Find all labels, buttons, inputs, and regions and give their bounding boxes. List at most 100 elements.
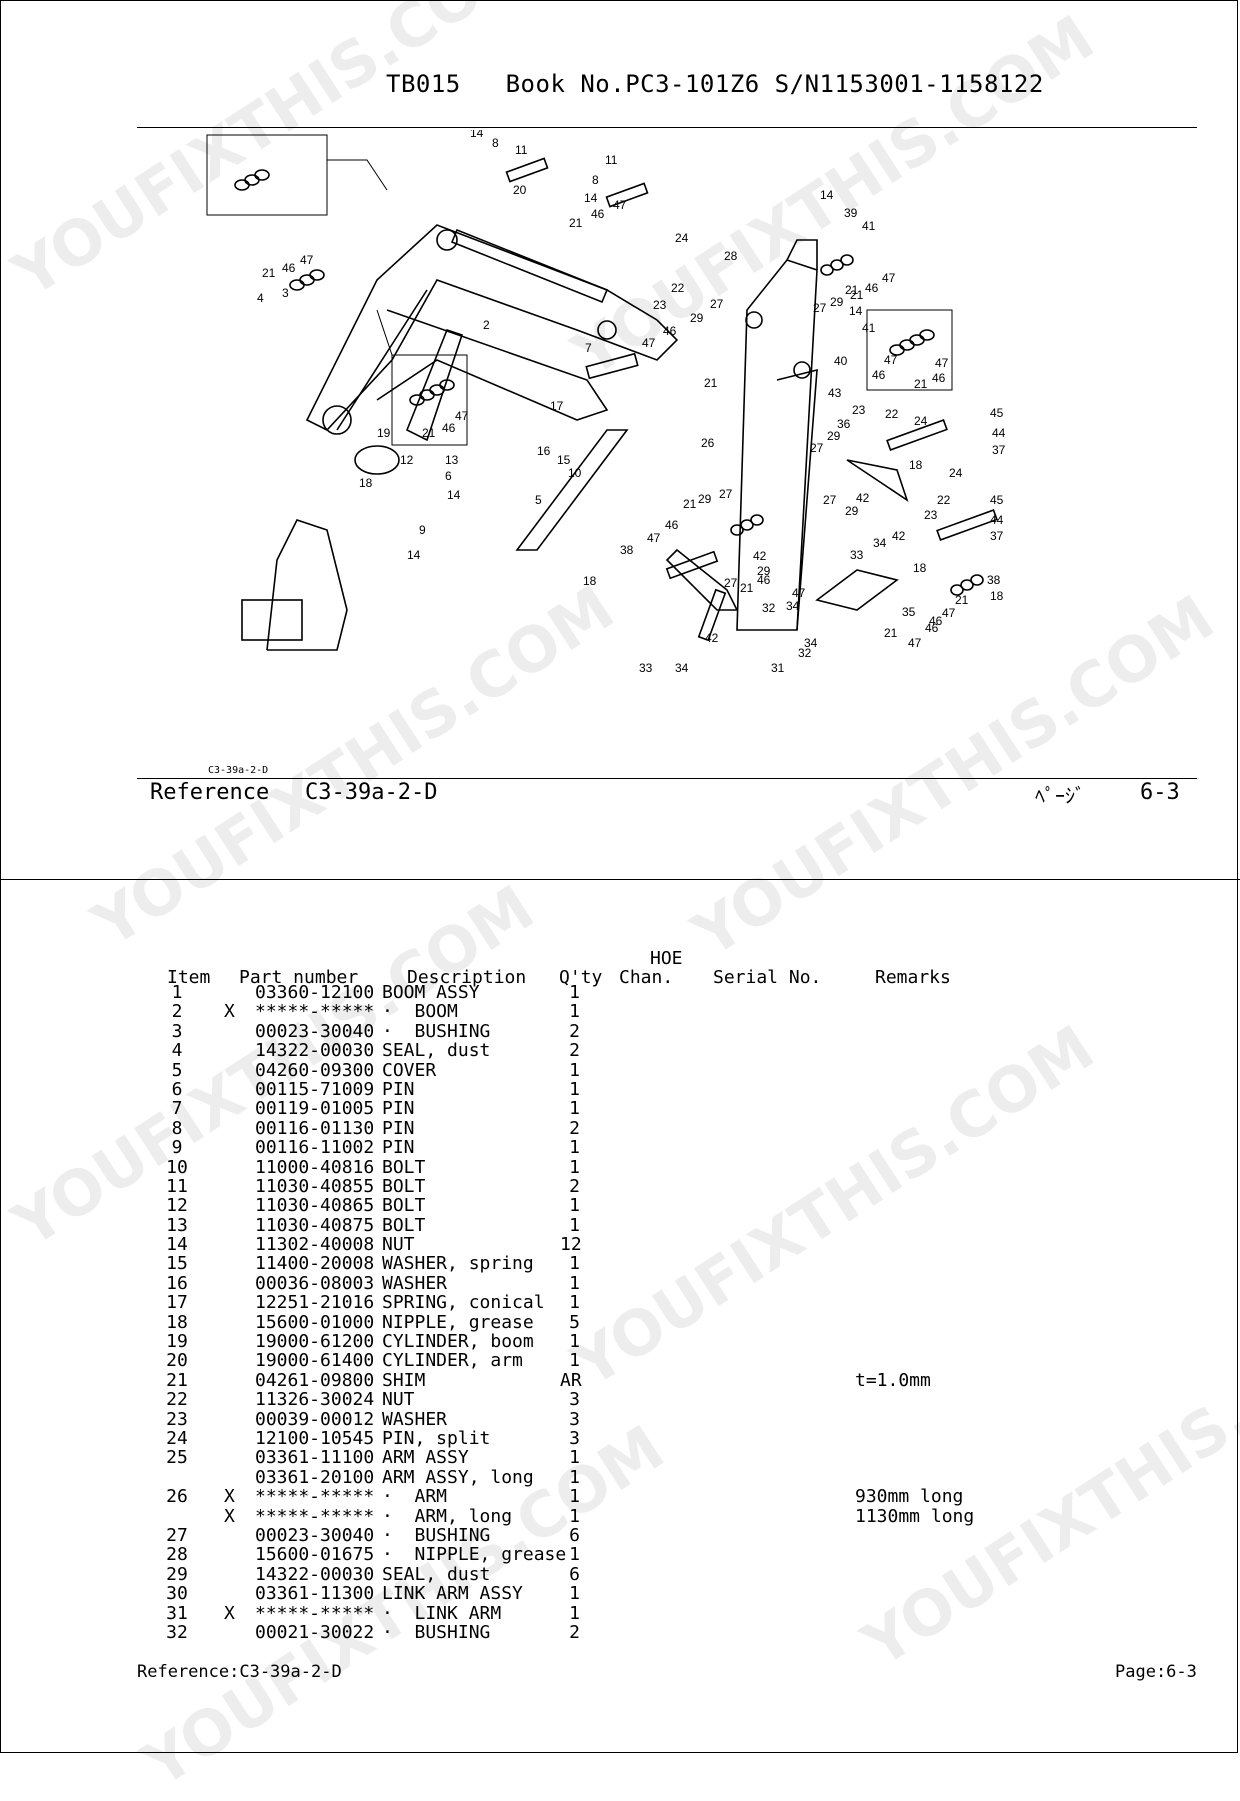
callout-number: 21 (850, 288, 864, 302)
description: PIN, split (382, 1427, 491, 1449)
description: CYLINDER, boom (382, 1331, 534, 1353)
callout-number: 2 (483, 318, 490, 332)
reference-rule (137, 778, 1197, 779)
callout-number: 3 (282, 286, 289, 300)
callout-number: 47 (884, 353, 898, 367)
item-number: 9 (171, 1137, 183, 1159)
item-number: 21 (166, 1369, 188, 1391)
item-number: 10 (166, 1156, 188, 1178)
description: WASHER (382, 1272, 448, 1294)
callout-number: 10 (568, 466, 582, 480)
part-number: *****-***** (255, 1001, 375, 1023)
description: BOLT (382, 1175, 426, 1197)
quantity: 1 (569, 1583, 580, 1605)
part-number: 00023-30040 (255, 1020, 375, 1042)
col-header-part-number: Part number (239, 967, 359, 988)
quantity: 1 (569, 982, 580, 1003)
callout-number: 23 (924, 508, 938, 522)
description: · BUSHING (382, 1524, 491, 1546)
description: · LINK ARM (382, 1602, 502, 1624)
callout-number: 21 (262, 266, 276, 280)
item-number: 5 (171, 1059, 183, 1081)
callout-number: 29 (845, 504, 859, 518)
quantity: 5 (569, 1311, 580, 1333)
item-number: 30 (166, 1583, 188, 1605)
part-number: 11030-40855 (255, 1175, 375, 1197)
part-number: 11302-40008 (255, 1234, 375, 1256)
footer-reference: Reference:C3-39a-2-D (137, 1662, 342, 1682)
quantity: 1 (569, 1253, 580, 1275)
item-number: 31 (166, 1602, 188, 1624)
callout-number: 34 (786, 599, 800, 613)
description: WASHER (382, 1408, 448, 1430)
callout-number: 27 (823, 493, 837, 507)
col-header-serial: Serial No. (713, 967, 822, 988)
item-number: 13 (166, 1214, 188, 1236)
part-number: 00116-11002 (255, 1137, 375, 1159)
item-number: 12 (166, 1195, 188, 1217)
callout-number: 47 (882, 271, 896, 285)
quantity: 1 (569, 1059, 580, 1081)
callout-number: 21 (884, 626, 898, 640)
callout-number: 46 (663, 324, 677, 338)
callout-number: 24 (675, 231, 689, 245)
callout-number: 47 (642, 336, 656, 350)
callout-number: 34 (675, 661, 689, 675)
callout-number: 47 (613, 198, 627, 212)
callout-number: 14 (820, 188, 834, 202)
callout-number: 39 (844, 206, 858, 220)
item-number: 23 (166, 1408, 188, 1430)
callout-number: 46 (929, 614, 943, 628)
quantity: 6 (569, 1563, 580, 1585)
remarks: 1130mm long (855, 1505, 975, 1527)
quantity: 6 (569, 1524, 580, 1546)
callout-number: 32 (762, 601, 776, 615)
quantity: 1 (569, 1544, 580, 1566)
part-number: 11400-20008 (255, 1253, 375, 1275)
item-number: 14 (166, 1234, 188, 1256)
quantity: 3 (569, 1389, 580, 1411)
col-header-description: Description (407, 967, 527, 988)
col-header-item: Item (167, 967, 211, 988)
callout-number: 44 (992, 426, 1006, 440)
callout-number: 21 (704, 376, 718, 390)
callout-number: 47 (455, 409, 469, 423)
callout-number: 9 (419, 523, 426, 537)
callout-number: 46 (442, 421, 456, 435)
part-number: 11030-40875 (255, 1214, 375, 1236)
item-number: 20 (166, 1350, 188, 1372)
callout-number: 23 (852, 403, 866, 417)
callout-number: 23 (653, 298, 667, 312)
callout-number: 14 (447, 488, 461, 502)
callout-number: 46 (591, 207, 605, 221)
item-number: 22 (166, 1389, 188, 1411)
col-header-chan: Chan. (619, 967, 674, 988)
item-number: 24 (166, 1427, 188, 1449)
part-number: 12100-10545 (255, 1427, 375, 1449)
callout-number: 47 (908, 636, 922, 650)
callout-number: 29 (690, 311, 704, 325)
part-number: 04260-09300 (255, 1059, 375, 1081)
callout-number: 22 (671, 281, 685, 295)
item-number: 18 (166, 1311, 188, 1333)
callout-number: 34 (873, 536, 887, 550)
quantity: 1 (569, 1486, 580, 1508)
quantity: 1 (569, 1272, 580, 1294)
callout-number: 24 (914, 414, 928, 428)
part-number: *****-***** (255, 1602, 375, 1624)
callout-number: 37 (992, 443, 1006, 457)
callout-number: 35 (902, 605, 916, 619)
description: SEAL, dust (382, 1563, 491, 1585)
